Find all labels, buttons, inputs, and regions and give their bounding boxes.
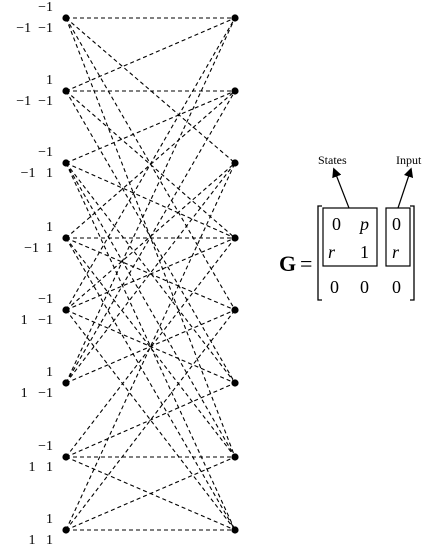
state-label-bottom: −1 −1 (16, 94, 53, 109)
trellis-edges (65, 17, 236, 531)
matrix-right-bracket (410, 205, 415, 301)
matrix-cell: r (392, 242, 400, 262)
state-label-bottom: −1 1 (20, 166, 53, 181)
left-state-node (62, 306, 70, 314)
matrix-cell: 0 (392, 277, 401, 297)
states-box (322, 207, 378, 267)
state-label-top: 1 (46, 365, 53, 380)
trellis-nodes (62, 14, 239, 534)
right-state-node (231, 306, 239, 314)
right-state-node (231, 379, 239, 387)
trellis-edge (65, 162, 236, 311)
trellis-edge (65, 382, 236, 458)
left-state-node (62, 379, 70, 387)
state-label-top: −1 (38, 145, 53, 160)
matrix-equals: = (300, 251, 312, 276)
trellis-edge (65, 309, 236, 531)
state-label-top: 1 (46, 512, 53, 527)
trellis-edge (65, 17, 236, 92)
right-state-node (231, 453, 239, 461)
state-label-bottom: 1 −1 (20, 313, 53, 328)
trellis-edge (65, 309, 236, 531)
trellis-edge (65, 90, 236, 164)
generator-matrix: G = 0 p 0 r 1 r 0 0 0 States Input (279, 153, 422, 301)
matrix-cell: 0 (360, 277, 369, 297)
matrix-cell: 0 (332, 214, 341, 234)
trellis-edge (65, 162, 236, 239)
trellis-edge (65, 162, 236, 531)
state-label-bottom: 1 1 (28, 533, 54, 548)
right-state-node (231, 234, 239, 242)
right-state-node (231, 159, 239, 167)
matrix-cell: 1 (360, 242, 369, 262)
trellis-edge (65, 90, 236, 384)
input-label: Input (396, 153, 422, 167)
state-label-bottom: −1 −1 (16, 21, 53, 36)
right-state-node (231, 14, 239, 22)
state-label-top: 1 (46, 220, 53, 235)
matrix-cell: 0 (392, 214, 401, 234)
right-state-node (231, 526, 239, 534)
trellis-edge (65, 309, 236, 384)
matrix-left-bracket (317, 205, 322, 301)
left-state-node (62, 87, 70, 95)
trellis-edge (65, 17, 236, 311)
matrix-cell: r (328, 242, 336, 262)
trellis-edge (65, 237, 236, 531)
trellis-edge (65, 162, 236, 384)
state-label-top: −1 (38, 292, 53, 307)
left-state-node (62, 14, 70, 22)
right-state-node (231, 87, 239, 95)
trellis-edge (65, 237, 236, 311)
matrix-cell: 0 (330, 277, 339, 297)
state-label-bottom: 1 1 (28, 460, 54, 475)
state-label-top: −1 (38, 439, 53, 454)
left-state-node (62, 526, 70, 534)
left-state-node (62, 234, 70, 242)
trellis-edge (65, 90, 236, 239)
trellis-edge (65, 162, 236, 531)
states-arrow (332, 167, 350, 209)
state-label-top: 1 (46, 73, 53, 88)
matrix-symbol: G (279, 251, 296, 276)
matrix-cell: p (358, 214, 369, 234)
left-state-node (62, 159, 70, 167)
states-label: States (318, 153, 347, 167)
trellis-edge (65, 456, 236, 531)
left-state-node (62, 453, 70, 461)
trellis-edge (65, 90, 236, 239)
input-arrow (397, 167, 414, 209)
state-label-top: −1 (38, 0, 53, 15)
state-label-bottom: −1 1 (24, 241, 53, 256)
trellis-edge (65, 162, 236, 458)
state-label-bottom: 1 −1 (20, 386, 53, 401)
